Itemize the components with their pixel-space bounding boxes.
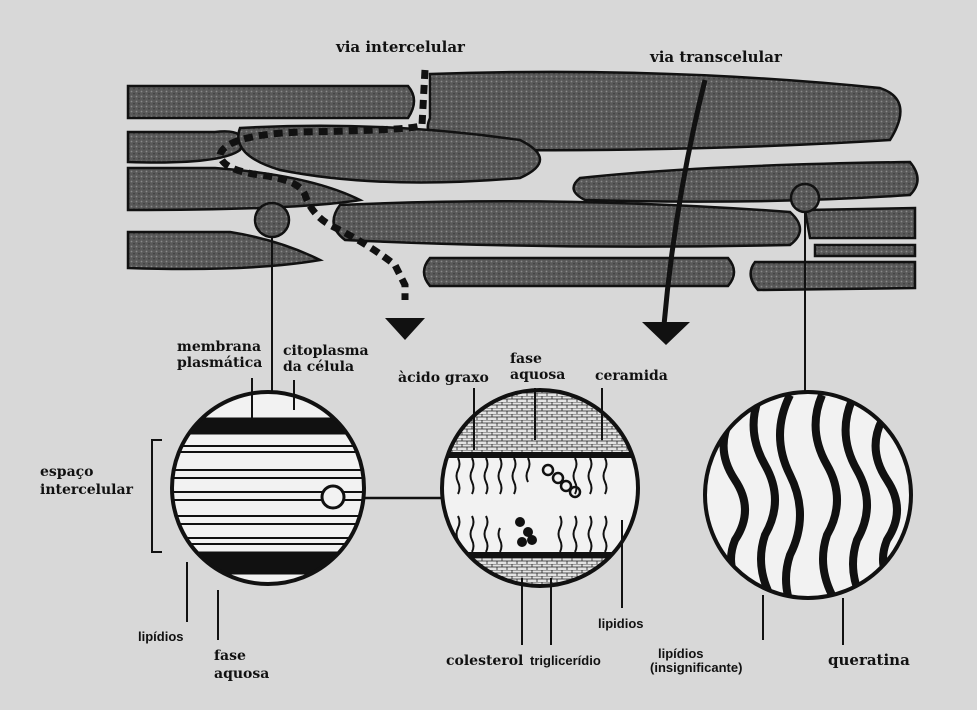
label-trigliceridio: triglicerídio bbox=[530, 653, 601, 668]
label-insignificante: (insignificante) bbox=[650, 660, 742, 675]
transcellular-arrowhead bbox=[642, 322, 690, 345]
label-aquosa-top: aquosa bbox=[510, 367, 565, 383]
corneocyte-12 bbox=[815, 245, 915, 256]
corneocyte-10 bbox=[424, 258, 734, 286]
label-da-celula: da célula bbox=[283, 359, 354, 375]
label-lipidios-insig: lipídios bbox=[658, 646, 704, 661]
corneocyte-8 bbox=[805, 208, 915, 238]
label-ceramida: ceramida bbox=[595, 368, 668, 384]
intercellular-arrowhead bbox=[385, 318, 425, 340]
label-lipidios-mid: lipidios bbox=[598, 616, 644, 631]
label-acido-graxo: àcido graxo bbox=[398, 370, 489, 386]
label-plasmatica: plasmática bbox=[177, 355, 262, 371]
corneocyte-9 bbox=[128, 232, 320, 269]
corneocyte-1 bbox=[128, 86, 414, 118]
label-espaco: espaço bbox=[40, 464, 94, 480]
corneocyte-7 bbox=[334, 201, 800, 246]
corneocyte-6 bbox=[574, 162, 918, 202]
stratum-corneum bbox=[128, 72, 918, 290]
zoom-circle-corneocyte bbox=[791, 184, 819, 212]
label-aquosa-bottom: aquosa bbox=[214, 666, 269, 682]
label-colesterol: colesterol bbox=[446, 653, 523, 669]
zoom-lipid-bilayer bbox=[440, 390, 640, 598]
corneocyte-3 bbox=[128, 131, 242, 162]
label-intercelular: intercelular bbox=[40, 482, 134, 498]
label-membrana: membrana bbox=[177, 339, 261, 355]
zoom-intercellular-space bbox=[160, 392, 380, 584]
label-fase-bottom: fase bbox=[214, 648, 246, 664]
intercellular-bracket bbox=[152, 440, 162, 552]
label-via-transcelular: via transcelular bbox=[649, 48, 783, 66]
label-citoplasma: citoplasma bbox=[283, 343, 369, 359]
label-lipidios-left: lipídios bbox=[138, 629, 184, 644]
label-fase-top: fase bbox=[510, 351, 542, 367]
zoom-keratin bbox=[705, 392, 911, 615]
corneocyte-11 bbox=[751, 262, 915, 290]
label-queratina: queratina bbox=[828, 651, 910, 669]
zoom-circle-intercellular bbox=[255, 203, 289, 237]
label-via-intercelular: via intercelular bbox=[335, 38, 466, 56]
